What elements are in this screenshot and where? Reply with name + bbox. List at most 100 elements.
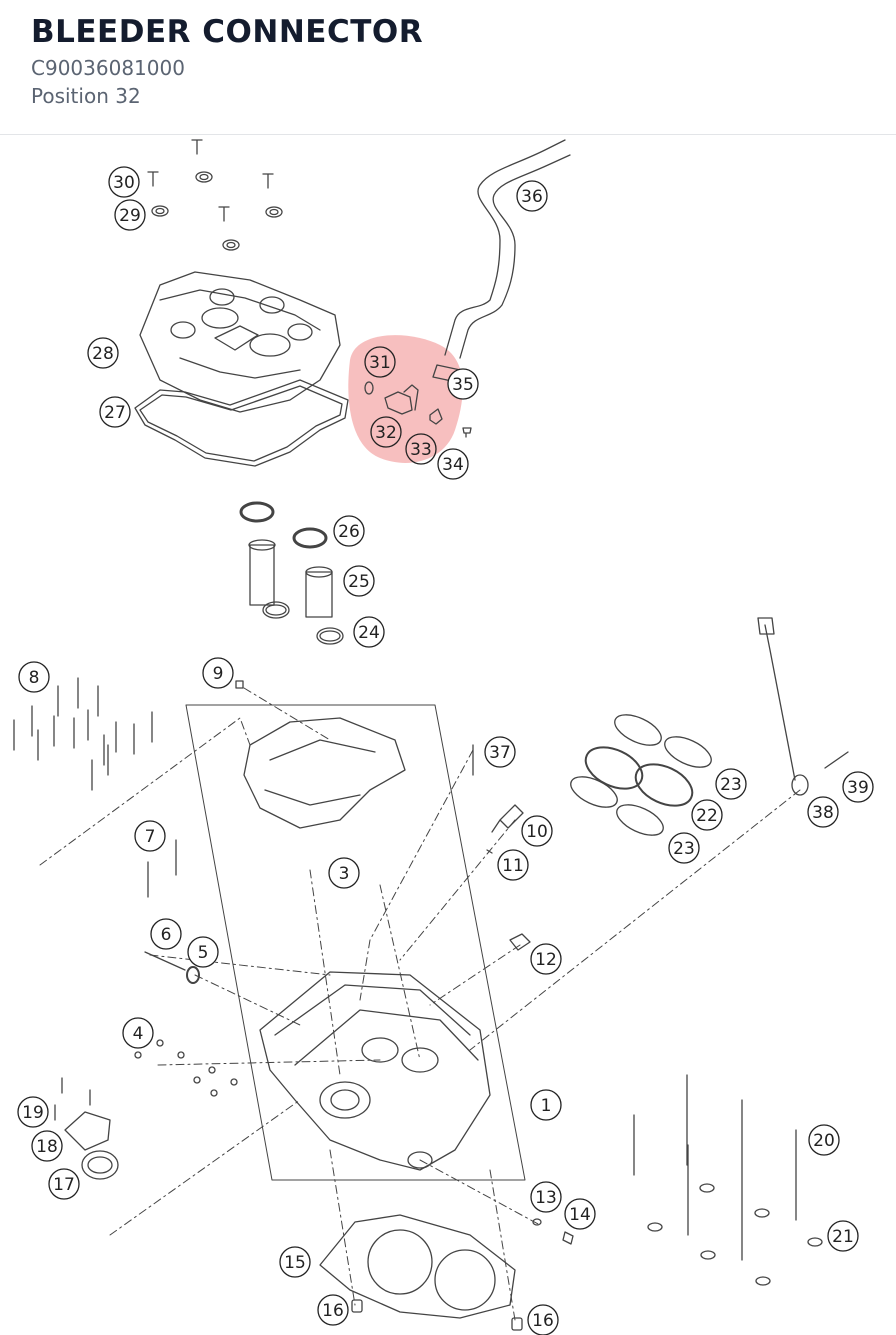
callout-13[interactable]: 13 — [530, 1181, 562, 1213]
callout-35[interactable]: 35 — [447, 368, 479, 400]
svg-text:17: 17 — [53, 1175, 75, 1195]
callout-17[interactable]: 17 — [48, 1168, 80, 1200]
callout-33[interactable]: 33 — [405, 433, 437, 465]
callout-19[interactable]: 19 — [17, 1096, 49, 1128]
sensor-wire — [764, 624, 796, 781]
svg-text:20: 20 — [813, 1131, 835, 1151]
valve-cover-gasket — [134, 379, 349, 467]
valve-cover — [139, 271, 341, 413]
seal-rings-and-tubes — [239, 501, 344, 645]
callout-22[interactable]: 22 — [691, 799, 723, 831]
part-number: C90036081000 — [31, 56, 185, 80]
svg-text:18: 18 — [36, 1137, 58, 1157]
head-gasket — [319, 1214, 523, 1331]
cylinder-head — [259, 971, 491, 1171]
callout-36[interactable]: 36 — [516, 180, 548, 212]
svg-text:16: 16 — [322, 1301, 344, 1321]
callout-27[interactable]: 27 — [99, 396, 131, 428]
callout-23b[interactable]: 23 — [668, 832, 700, 864]
svg-text:23: 23 — [673, 839, 695, 859]
callout-7[interactable]: 7 — [134, 820, 166, 852]
svg-text:6: 6 — [161, 925, 172, 945]
svg-text:7: 7 — [145, 827, 156, 847]
bleeder-connector-group — [364, 381, 472, 438]
callout-16b[interactable]: 16 — [527, 1304, 559, 1335]
svg-text:38: 38 — [812, 803, 834, 823]
svg-text:21: 21 — [832, 1227, 854, 1247]
svg-text:27: 27 — [104, 403, 126, 423]
svg-text:9: 9 — [213, 664, 224, 684]
svg-text:22: 22 — [696, 806, 718, 826]
svg-text:35: 35 — [452, 375, 474, 395]
callout-10[interactable]: 10 — [521, 815, 553, 847]
cover-bolts — [147, 139, 283, 251]
svg-text:28: 28 — [92, 344, 114, 364]
part-position: Position 32 — [31, 84, 141, 108]
svg-text:5: 5 — [198, 943, 209, 963]
svg-text:25: 25 — [348, 572, 370, 592]
svg-text:1: 1 — [541, 1096, 552, 1116]
svg-text:29: 29 — [119, 206, 141, 226]
svg-text:16: 16 — [532, 1311, 554, 1331]
callout-29[interactable]: 29 — [114, 199, 146, 231]
svg-text:19: 19 — [22, 1103, 44, 1123]
callout-23a[interactable]: 23 — [715, 768, 747, 800]
svg-text:32: 32 — [375, 423, 397, 443]
callout-11[interactable]: 11 — [497, 849, 529, 881]
svg-text:34: 34 — [442, 455, 464, 475]
intake-boots — [570, 714, 712, 836]
callout-labels: 1 3 4 5 6 7 8 9 10 11 12 13 14 15 16 16 … — [17, 166, 874, 1335]
callout-18[interactable]: 18 — [31, 1130, 63, 1162]
callout-25[interactable]: 25 — [343, 565, 375, 597]
svg-text:39: 39 — [847, 778, 869, 798]
callout-3[interactable]: 3 — [328, 857, 360, 889]
callout-16a[interactable]: 16 — [317, 1294, 349, 1326]
callout-12[interactable]: 12 — [530, 943, 562, 975]
svg-text:33: 33 — [410, 440, 432, 460]
svg-text:13: 13 — [535, 1188, 557, 1208]
callout-9[interactable]: 9 — [202, 657, 234, 689]
selection-highlight — [348, 335, 463, 463]
callout-8[interactable]: 8 — [18, 661, 50, 693]
callout-38[interactable]: 38 — [807, 796, 839, 828]
svg-text:37: 37 — [489, 743, 511, 763]
svg-text:3: 3 — [339, 864, 350, 884]
callout-21[interactable]: 21 — [827, 1220, 859, 1252]
breather-hose — [432, 139, 571, 384]
callout-31[interactable]: 31 — [364, 346, 396, 378]
callout-28[interactable]: 28 — [87, 337, 119, 369]
callout-1[interactable]: 1 — [530, 1089, 562, 1121]
svg-text:4: 4 — [133, 1024, 144, 1044]
svg-text:26: 26 — [338, 522, 360, 542]
camshaft-carrier — [243, 717, 406, 829]
head-bolts-left — [13, 677, 153, 791]
callout-30[interactable]: 30 — [108, 166, 140, 198]
svg-text:11: 11 — [502, 856, 524, 876]
callout-24[interactable]: 24 — [353, 616, 385, 648]
svg-text:36: 36 — [521, 187, 543, 207]
part-header: BLEEDER CONNECTOR C90036081000 Position … — [0, 0, 896, 135]
callout-39[interactable]: 39 — [842, 771, 874, 803]
callout-34[interactable]: 34 — [437, 448, 469, 480]
svg-text:24: 24 — [358, 623, 380, 643]
page-title: BLEEDER CONNECTOR — [31, 14, 424, 50]
callout-15[interactable]: 15 — [279, 1246, 311, 1278]
svg-text:23: 23 — [720, 775, 742, 795]
callout-37[interactable]: 37 — [484, 736, 516, 768]
svg-text:10: 10 — [526, 822, 548, 842]
svg-text:12: 12 — [535, 950, 557, 970]
callout-20[interactable]: 20 — [808, 1124, 840, 1156]
callout-14[interactable]: 14 — [564, 1198, 596, 1230]
callout-5[interactable]: 5 — [187, 936, 219, 968]
callout-6[interactable]: 6 — [150, 918, 182, 950]
svg-text:31: 31 — [369, 353, 391, 373]
thermostat-housing — [54, 1077, 119, 1180]
cylinder-studs — [633, 1074, 823, 1286]
svg-text:8: 8 — [29, 668, 40, 688]
callout-26[interactable]: 26 — [333, 515, 365, 547]
svg-text:14: 14 — [569, 1205, 591, 1225]
callout-4[interactable]: 4 — [122, 1017, 154, 1049]
callout-32[interactable]: 32 — [370, 416, 402, 448]
svg-text:30: 30 — [113, 173, 135, 193]
svg-text:15: 15 — [284, 1253, 306, 1273]
